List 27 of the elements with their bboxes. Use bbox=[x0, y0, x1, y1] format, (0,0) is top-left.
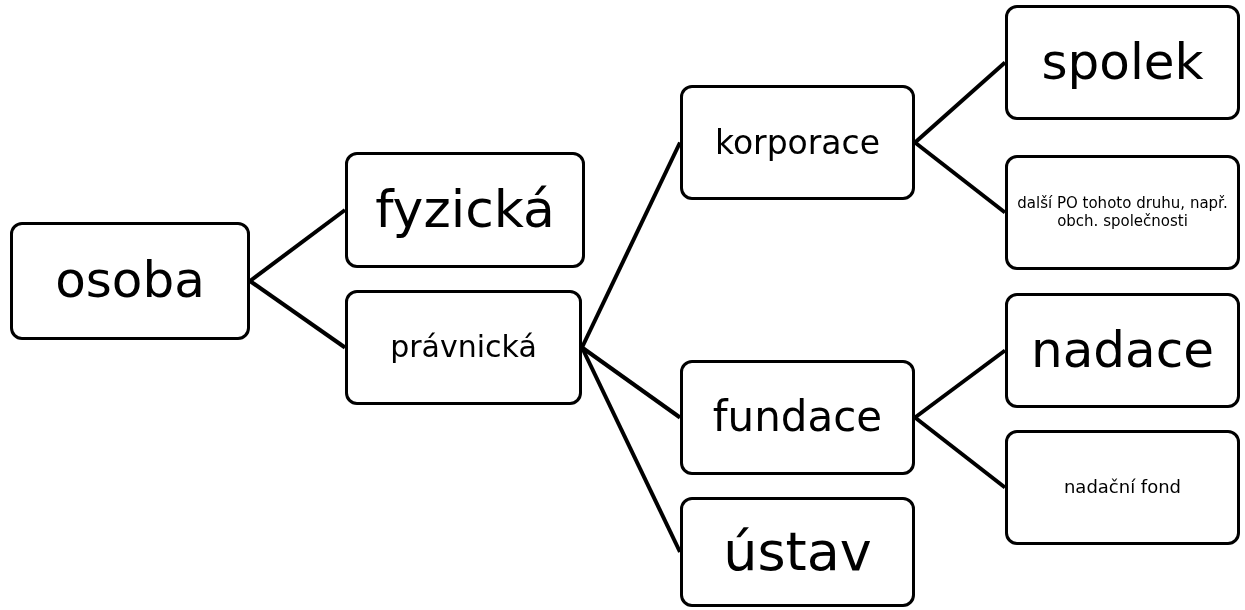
node-label: spolek bbox=[1041, 33, 1204, 92]
connector-line bbox=[248, 208, 347, 283]
node-label: právnická bbox=[390, 330, 537, 365]
connector-line bbox=[913, 348, 1007, 420]
node-label: fundace bbox=[712, 393, 883, 442]
connector-line bbox=[913, 140, 1007, 215]
node-label: další PO tohoto druhu, např. obch. společnosti bbox=[1016, 195, 1229, 230]
connector-line bbox=[913, 61, 1007, 144]
connector-line bbox=[248, 279, 347, 350]
connector-line bbox=[580, 141, 682, 349]
node-label: korporace bbox=[714, 123, 881, 162]
node-label: nadace bbox=[1031, 321, 1214, 380]
node-label: ústav bbox=[723, 520, 872, 584]
text-box bbox=[10, 222, 250, 340]
text-box bbox=[680, 497, 915, 607]
text-box bbox=[680, 360, 915, 475]
text-box bbox=[1005, 430, 1240, 545]
text-box bbox=[680, 85, 915, 200]
node-label: nadační fond bbox=[1063, 477, 1182, 498]
text-box bbox=[345, 290, 582, 405]
node-label: osoba bbox=[55, 252, 205, 310]
node-label: fyzická bbox=[375, 180, 555, 240]
text-box bbox=[1005, 5, 1240, 120]
connector-line bbox=[913, 415, 1007, 490]
text-box bbox=[345, 152, 585, 268]
text-box bbox=[1005, 155, 1240, 270]
text-box bbox=[1005, 293, 1240, 408]
